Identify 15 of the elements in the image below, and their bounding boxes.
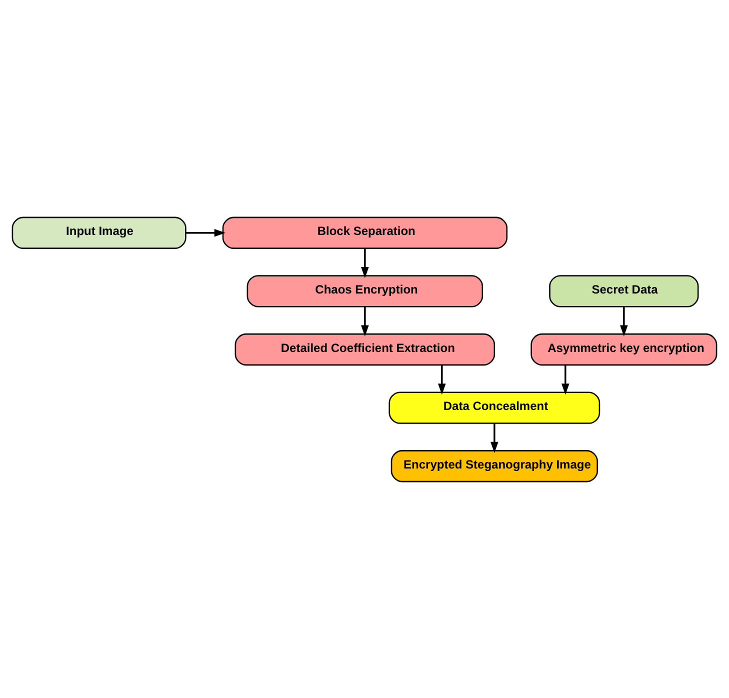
arrow <box>490 422 498 453</box>
node-box: Chaos Encryption <box>246 274 484 307</box>
node-box: Input Image <box>12 216 186 248</box>
node-box: Secret Data <box>549 274 699 307</box>
arrow <box>361 248 369 278</box>
arrow <box>438 364 446 394</box>
node-box: Detailed Coefficient Extraction <box>234 332 496 366</box>
arrow <box>186 228 226 236</box>
node-box: Encrypted Steganography Image <box>390 450 598 482</box>
arrow <box>561 364 570 394</box>
node-box: Data Concealment <box>388 391 600 424</box>
arrow <box>361 306 369 336</box>
arrow <box>620 306 628 336</box>
node-box: Asymmetric key encryption <box>530 332 718 366</box>
node-box: Block Separation <box>222 216 508 248</box>
